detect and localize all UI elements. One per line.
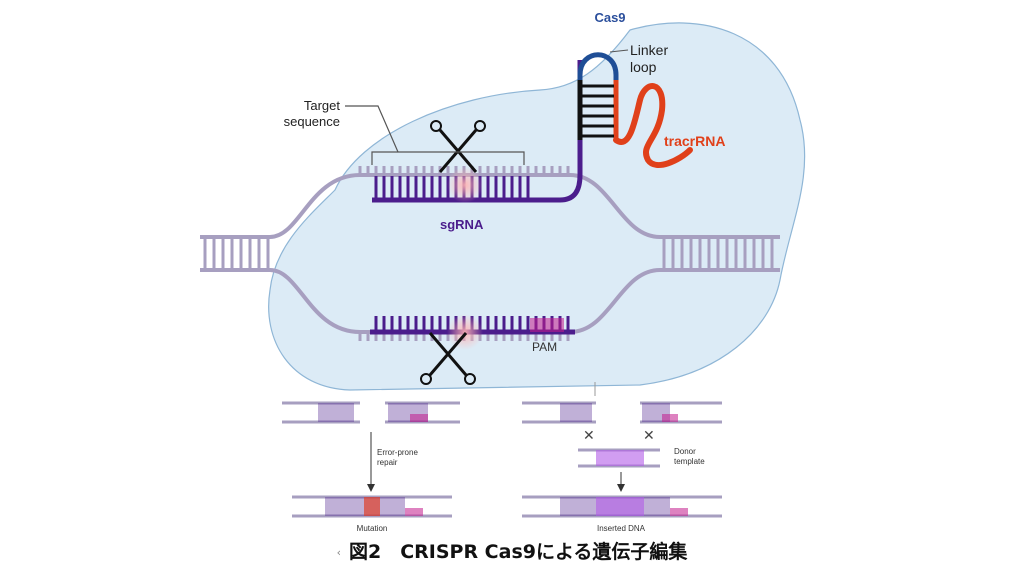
mutation-site	[364, 497, 380, 516]
cut-site-glow-top	[447, 167, 483, 203]
linker-loop-stem	[577, 52, 619, 140]
pam-label: PAM	[532, 340, 557, 354]
cas9-protein	[268, 22, 806, 391]
tracrrna-label: tracrRNA	[664, 133, 725, 149]
cas9-label: Cas9	[594, 10, 625, 25]
target-sequence-label-2: sequence	[284, 114, 340, 129]
error-prone-label-1: Error-prone	[377, 448, 418, 457]
linker-loop-leader	[609, 49, 629, 53]
mutation-label: Mutation	[357, 524, 388, 533]
donor-label-2: template	[674, 457, 705, 466]
figure-caption: ‹ 図2 CRISPR Cas9による遺伝子編集	[0, 537, 1024, 564]
caption-text: 図2 CRISPR Cas9による遺伝子編集	[348, 541, 688, 563]
svg-text:✕: ✕	[583, 428, 595, 444]
donor-label-1: Donor	[674, 447, 696, 456]
tracrrna-strand	[613, 83, 693, 168]
scissors-icon-top	[430, 120, 486, 173]
inserted-dna-label: Inserted DNA	[597, 524, 646, 533]
linker-loop-label-2: loop	[630, 59, 657, 75]
svg-text:✕: ✕	[643, 428, 655, 444]
target-sequence-leader	[345, 105, 399, 153]
nhej-panel: Error-prone repair Mutation	[282, 401, 460, 533]
sgrna-label: sgRNA	[440, 217, 484, 232]
cut-site-glow-bottom	[447, 314, 483, 350]
caption-marker: ‹	[336, 546, 341, 559]
error-prone-label-2: repair	[377, 458, 398, 467]
linker-loop-label-1: Linker	[630, 42, 668, 58]
target-sequence-label-1: Target	[304, 98, 341, 113]
scissors-icon-bottom	[420, 332, 476, 385]
target-strand	[370, 316, 575, 335]
donor-template	[596, 450, 644, 466]
inserted-dna	[596, 497, 644, 516]
hdr-panel: ✕ ✕ Donor template Inserted DNA	[522, 382, 722, 533]
target-sequence-bracket	[371, 151, 525, 165]
pam-site	[530, 318, 564, 332]
